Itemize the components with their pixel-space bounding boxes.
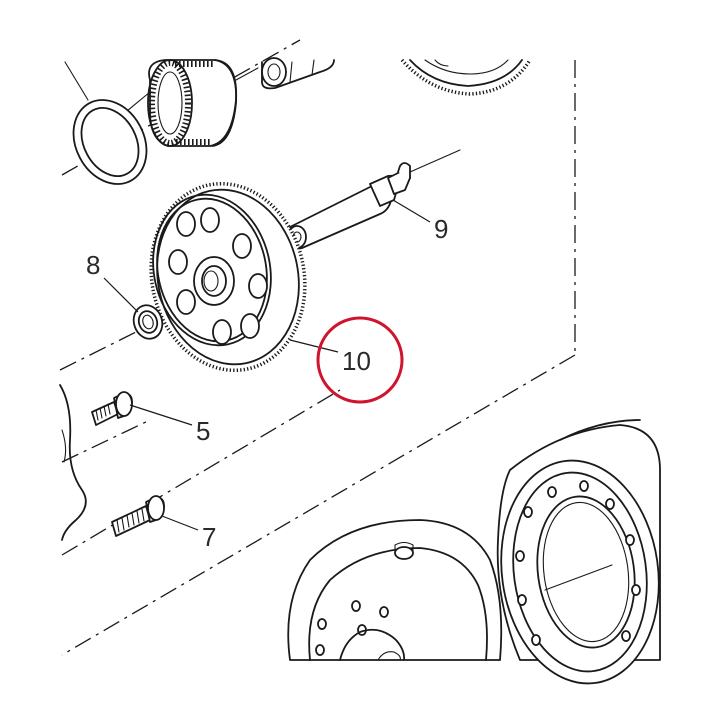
highlight-circle xyxy=(316,316,404,404)
spur-gear-part-10 xyxy=(149,181,307,373)
bolt-part-7 xyxy=(111,495,165,537)
callout-7: 7 xyxy=(202,522,216,552)
callout-9: 9 xyxy=(434,214,448,244)
rotor-drum xyxy=(496,419,661,685)
thrust-washer xyxy=(64,61,148,185)
shaft-stub-top xyxy=(261,57,335,90)
bushing-part-8 xyxy=(132,304,164,340)
callout-5: 5 xyxy=(196,416,210,446)
leader-lines xyxy=(103,199,431,531)
top-gear-partial xyxy=(400,58,532,96)
shaft-part-9 xyxy=(199,149,461,301)
housing-edge-left xyxy=(59,384,87,541)
callout-8: 8 xyxy=(86,250,100,280)
needle-bearing xyxy=(109,59,259,147)
callout-10: 10 xyxy=(342,346,371,376)
flywheel-housing xyxy=(287,519,503,661)
bolt-part-5 xyxy=(91,391,133,426)
